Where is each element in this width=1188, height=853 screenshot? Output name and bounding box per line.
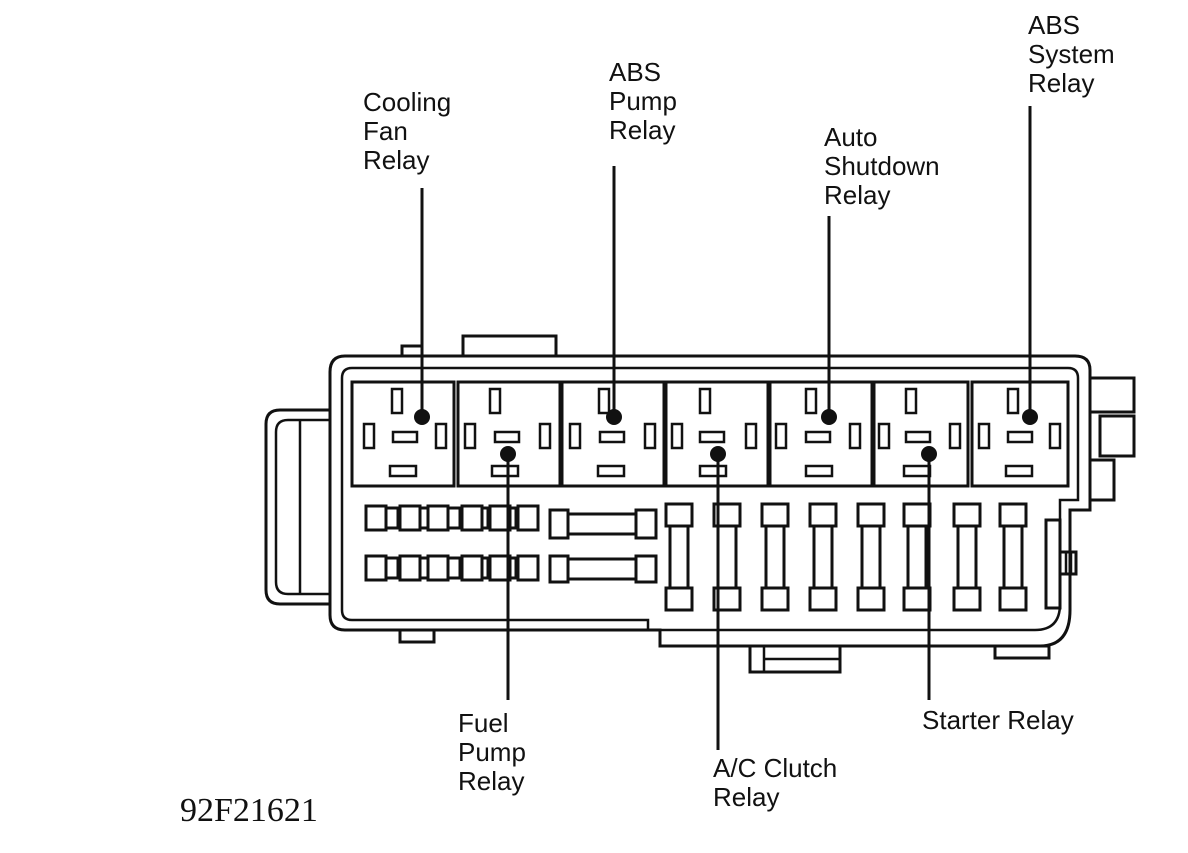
figure-code: 92F21621 (180, 792, 318, 829)
relay-socket-7 (970, 380, 1070, 488)
label-fuel-pump-relay: Fuel Pump Relay (458, 708, 533, 796)
marker-abs-pump-relay (606, 409, 622, 425)
marker-cooling-fan-relay (414, 409, 430, 425)
label-ac-clutch-relay: A/C Clutch Relay (713, 753, 845, 812)
marker-auto-shutdown-relay (821, 409, 837, 425)
label-starter-relay: Starter Relay (922, 705, 1074, 735)
horizontal-fuses (548, 508, 658, 584)
leader-lines (414, 106, 1038, 750)
vertical-fuses (664, 502, 1028, 612)
label-cooling-fan-relay: Cooling Fan Relay (363, 87, 458, 175)
relay-sockets (350, 380, 1070, 488)
relay-socket-5 (768, 380, 874, 488)
marker-ac-clutch-relay (710, 446, 726, 462)
mini-fuses (364, 504, 540, 582)
label-abs-pump-relay: ABS Pump Relay (609, 57, 684, 145)
marker-abs-system-relay (1022, 409, 1038, 425)
label-auto-shutdown-relay: Auto Shutdown Relay (824, 122, 947, 210)
marker-starter-relay (921, 446, 937, 462)
relay-socket-1 (350, 380, 456, 488)
relay-box-housing (264, 334, 1136, 674)
relay-socket-6 (872, 380, 970, 488)
marker-fuel-pump-relay (500, 446, 516, 462)
label-abs-system-relay: ABS System Relay (1028, 10, 1122, 98)
